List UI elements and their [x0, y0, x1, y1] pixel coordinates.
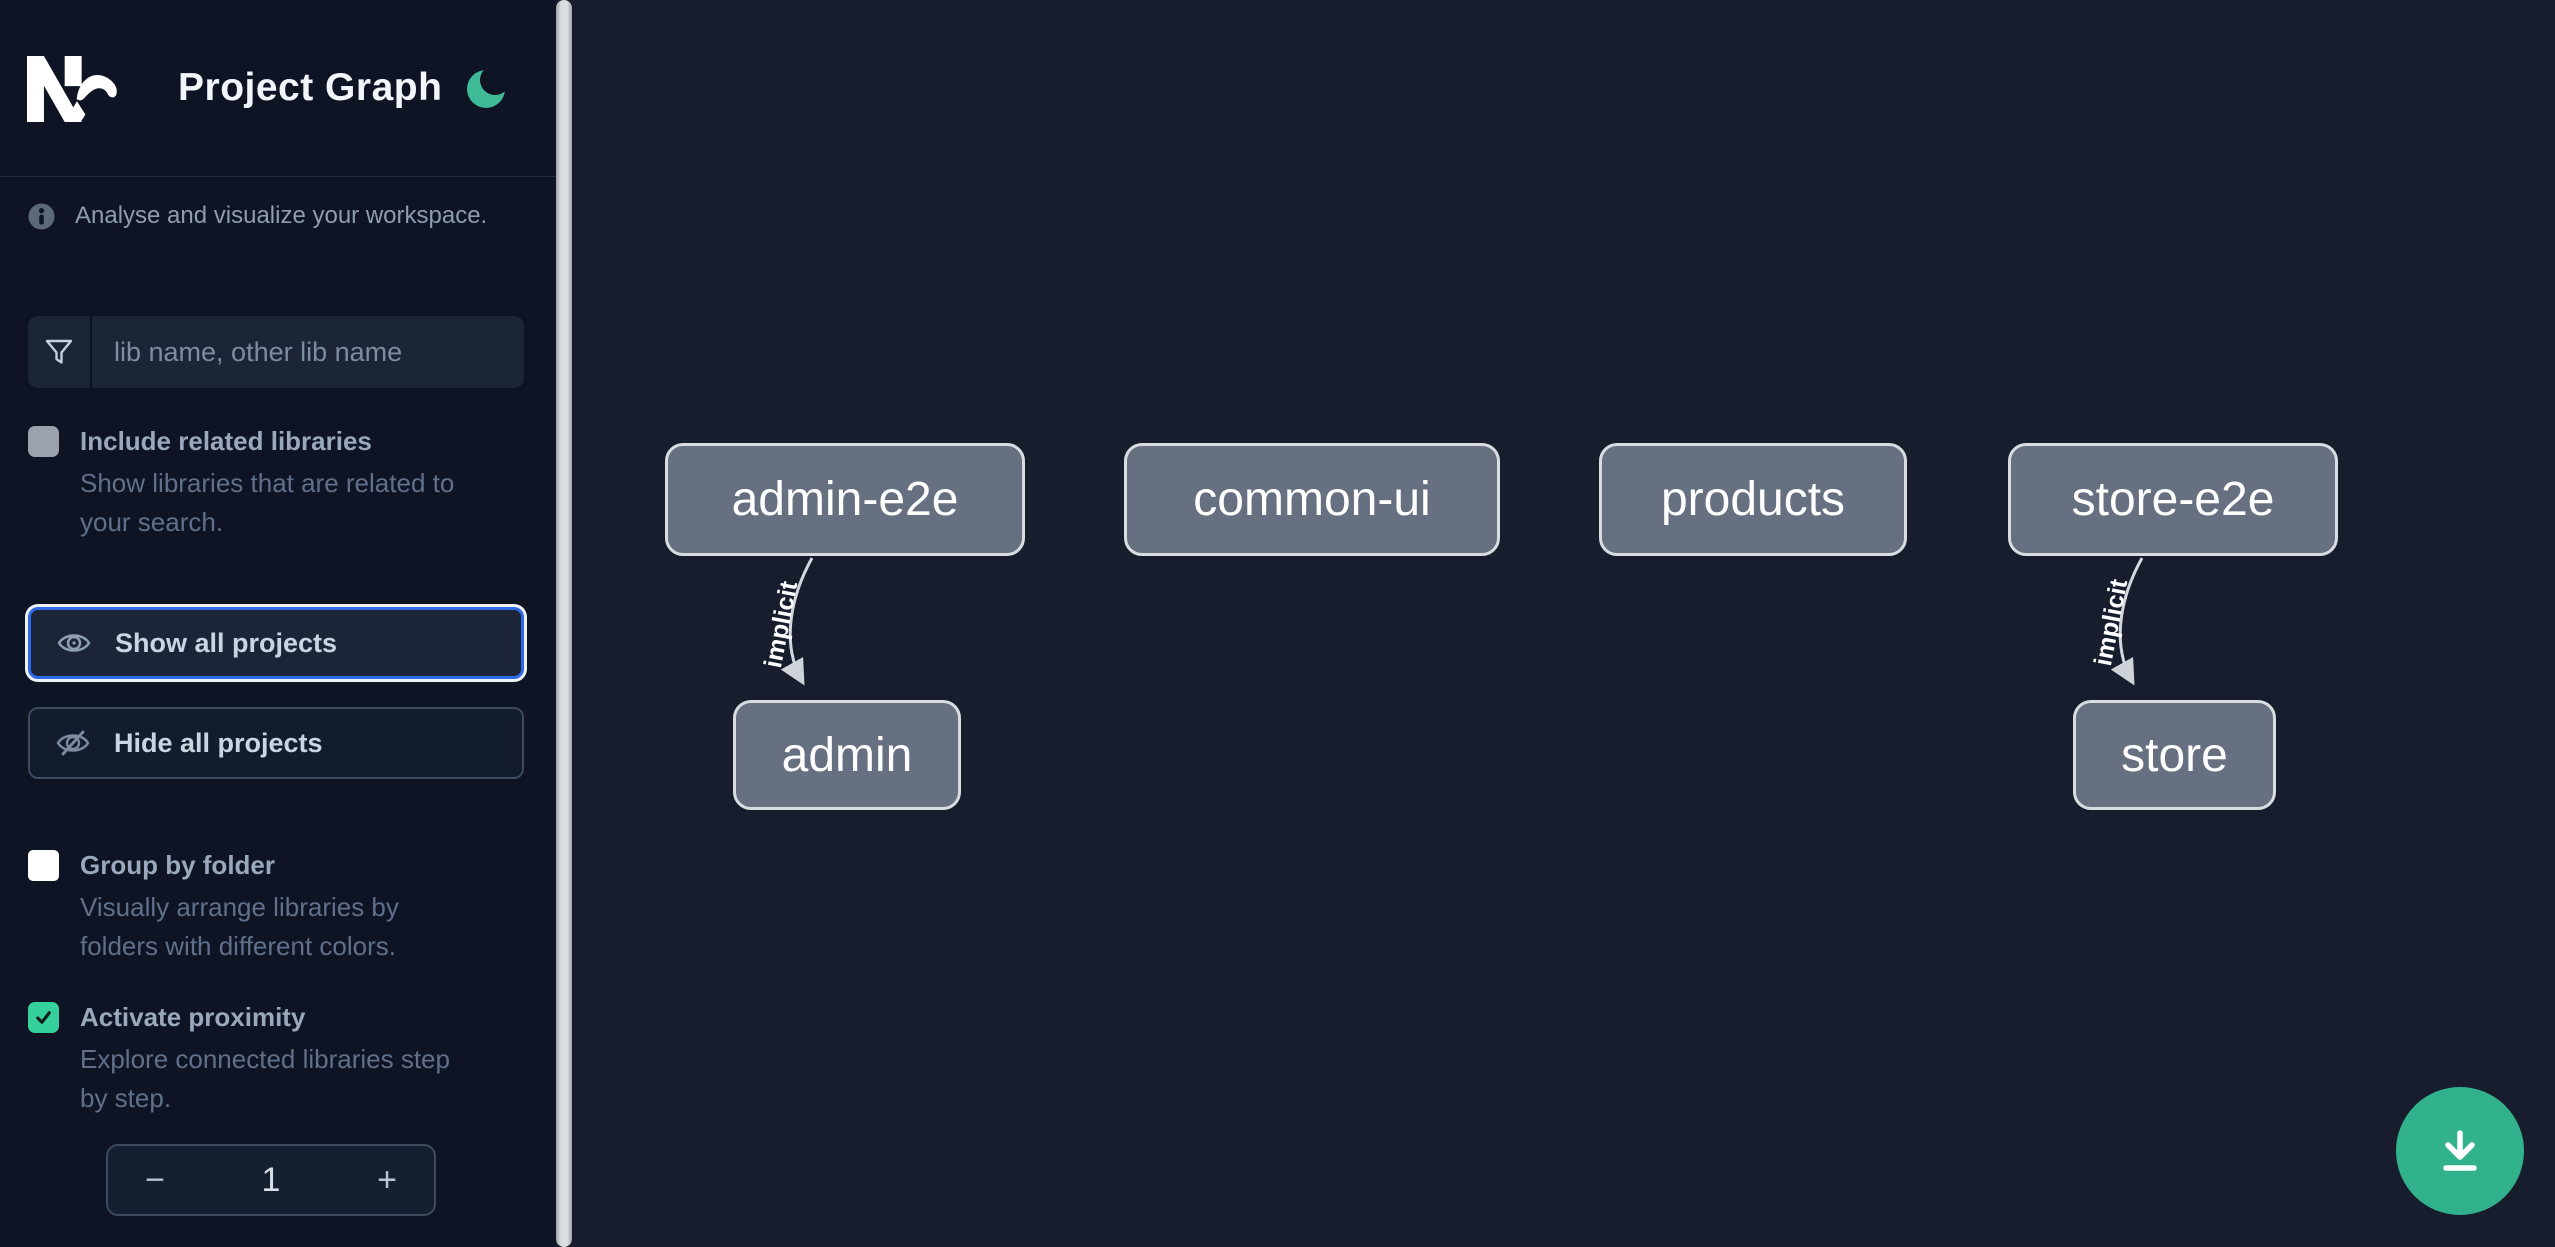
- button-label: Show all projects: [115, 627, 338, 658]
- header-divider: [0, 176, 556, 177]
- download-icon: [2443, 1130, 2477, 1171]
- sidebar-resize-handle[interactable]: [556, 0, 572, 1247]
- increment-button[interactable]: +: [340, 1146, 434, 1214]
- filter-search-box: [28, 316, 524, 388]
- sidebar: Project Graph Analyse and visualize your…: [0, 0, 556, 1247]
- stepper-value: 1: [261, 1160, 281, 1199]
- graph-node-store[interactable]: store: [2073, 700, 2276, 810]
- button-label: Hide all projects: [114, 727, 323, 758]
- hide-all-projects-button[interactable]: Hide all projects: [28, 707, 524, 779]
- node-label: admin-e2e: [731, 473, 959, 526]
- page-title: Project Graph: [178, 66, 443, 109]
- nx-logo: [26, 56, 117, 122]
- workspace-info-text: Analyse and visualize your workspace.: [75, 202, 488, 229]
- moon-icon: [467, 65, 510, 108]
- node-label: admin: [781, 728, 913, 782]
- node-label: common-ui: [1193, 473, 1431, 526]
- option-label[interactable]: Include related libraries: [80, 426, 372, 456]
- option-description: Explore connected libraries step by step…: [80, 1044, 450, 1113]
- option-group-by-folder: Group by folder Visually arrange librari…: [28, 848, 528, 966]
- search-input[interactable]: [92, 316, 524, 388]
- eye-off-icon: [56, 730, 90, 756]
- sidebar-header: Project Graph: [0, 0, 556, 177]
- graph-node-admin-e2e[interactable]: admin-e2e: [665, 443, 1025, 556]
- option-activate-proximity: Activate proximity Explore connected lib…: [28, 1000, 528, 1118]
- option-label[interactable]: Group by folder: [80, 850, 275, 880]
- theme-toggle-button[interactable]: [462, 63, 512, 113]
- checkbox-include-related[interactable]: [28, 426, 59, 457]
- checkbox-activate-proximity[interactable]: [28, 1002, 59, 1033]
- proximity-depth-stepper: − 1 +: [106, 1144, 436, 1216]
- node-label: store: [2121, 728, 2228, 782]
- node-label: products: [1660, 473, 1846, 526]
- graph-node-store-e2e[interactable]: store-e2e: [2008, 443, 2338, 556]
- node-label: store-e2e: [2071, 473, 2275, 526]
- filter-icon-cell: [28, 316, 92, 388]
- filter-icon: [45, 339, 73, 364]
- download-graph-button[interactable]: [2396, 1087, 2524, 1215]
- workspace-info: Analyse and visualize your workspace.: [28, 202, 487, 230]
- checkbox-group-by-folder[interactable]: [28, 850, 59, 881]
- check-icon: [36, 1011, 51, 1024]
- option-description: Show libraries that are related to your …: [80, 468, 455, 537]
- decrement-button[interactable]: −: [108, 1146, 202, 1214]
- option-include-related-libraries: Include related libraries Show libraries…: [28, 424, 528, 542]
- option-description: Visually arrange libraries by folders wi…: [80, 892, 399, 961]
- graph-node-products[interactable]: products: [1599, 443, 1907, 556]
- show-all-projects-button[interactable]: Show all projects: [28, 607, 524, 679]
- graph-node-admin[interactable]: admin: [733, 700, 961, 810]
- eye-icon: [57, 634, 91, 652]
- option-label[interactable]: Activate proximity: [80, 1002, 306, 1032]
- graph-canvas[interactable]: [572, 0, 2555, 1247]
- info-icon: [28, 203, 55, 229]
- graph-node-common-ui[interactable]: common-ui: [1124, 443, 1500, 556]
